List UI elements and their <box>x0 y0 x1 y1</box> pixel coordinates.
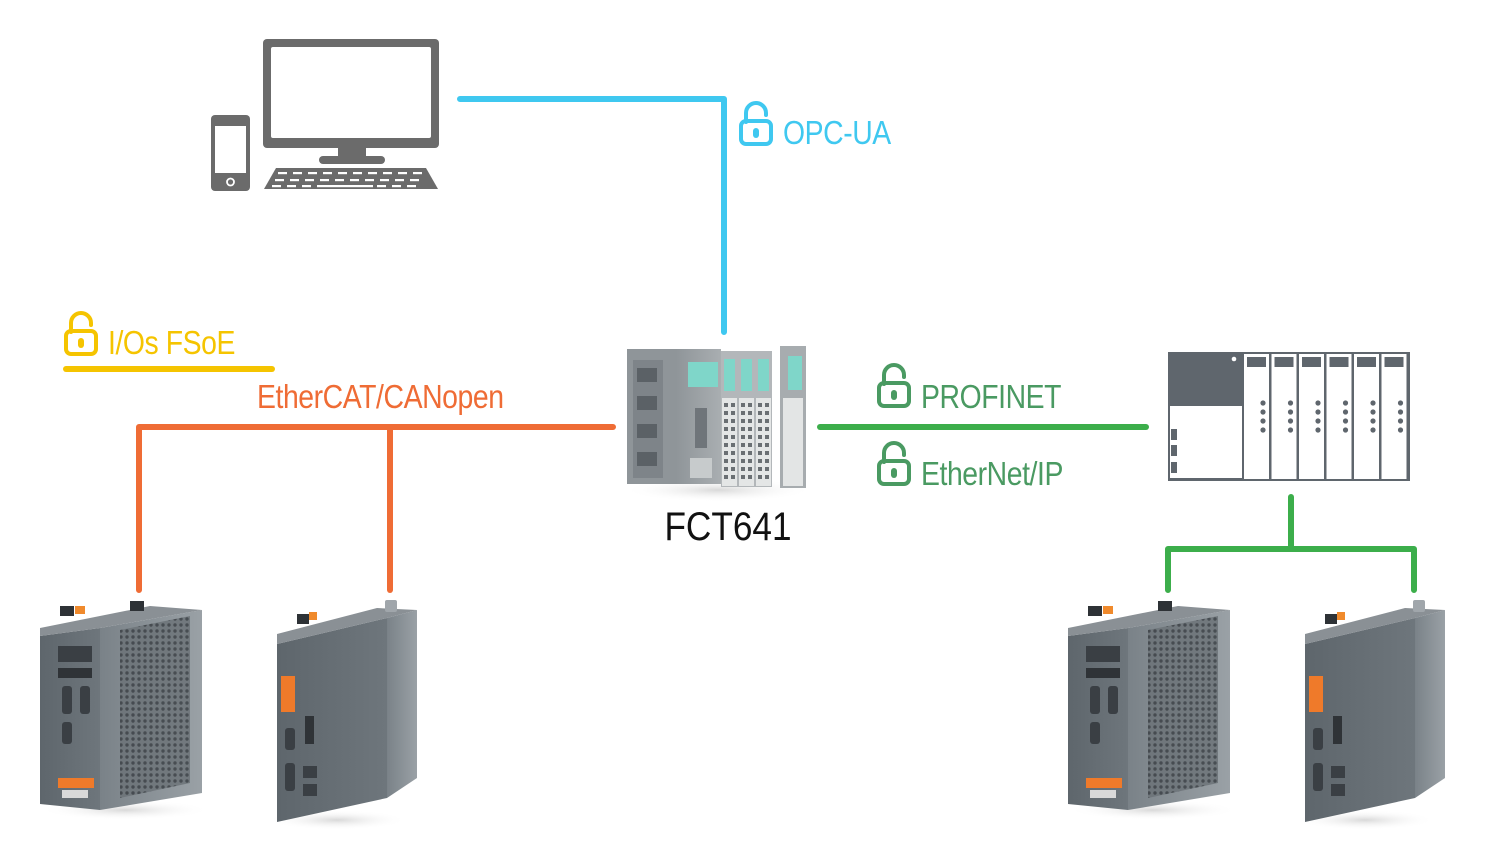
servo-drive-compact-left <box>267 600 417 830</box>
profinet-label: PROFINET <box>921 378 1062 415</box>
ethernetip-unlocked-padlock-icon <box>877 441 911 486</box>
fieldbus-label: EtherCAT/CANopen <box>257 378 504 415</box>
io-module-slot <box>1326 354 1352 479</box>
fsoe-label: I/Os FSoE <box>108 324 236 361</box>
fct641-controller-image <box>623 346 813 502</box>
opcua-label: OPC-UA <box>783 114 891 151</box>
servo-drive-compact-right <box>1295 600 1445 830</box>
io-module-slot <box>1271 354 1297 479</box>
io-module-slot <box>1381 354 1407 479</box>
io-module-slot <box>1299 354 1324 479</box>
smartphone-icon <box>211 115 250 191</box>
opcua-link <box>457 96 727 335</box>
plc-rack-icon <box>1168 352 1410 481</box>
profinet-unlocked-padlock-icon <box>877 363 911 408</box>
opcua-unlocked-padlock-icon <box>739 101 773 146</box>
servo-drive-large-left <box>40 601 210 820</box>
ethernetip-label: EtherNet/IP <box>921 455 1063 492</box>
fieldbus-link <box>136 424 616 593</box>
desktop-computer-icon <box>263 39 439 189</box>
io-module-slot <box>1354 354 1379 479</box>
fsoe-unlocked-padlock-icon <box>64 311 98 356</box>
io-module-slot <box>1244 354 1269 479</box>
servo-drive-large-right <box>1068 601 1238 820</box>
controller-name: FCT641 <box>664 504 791 549</box>
industrial-ethernet-link <box>817 424 1417 593</box>
